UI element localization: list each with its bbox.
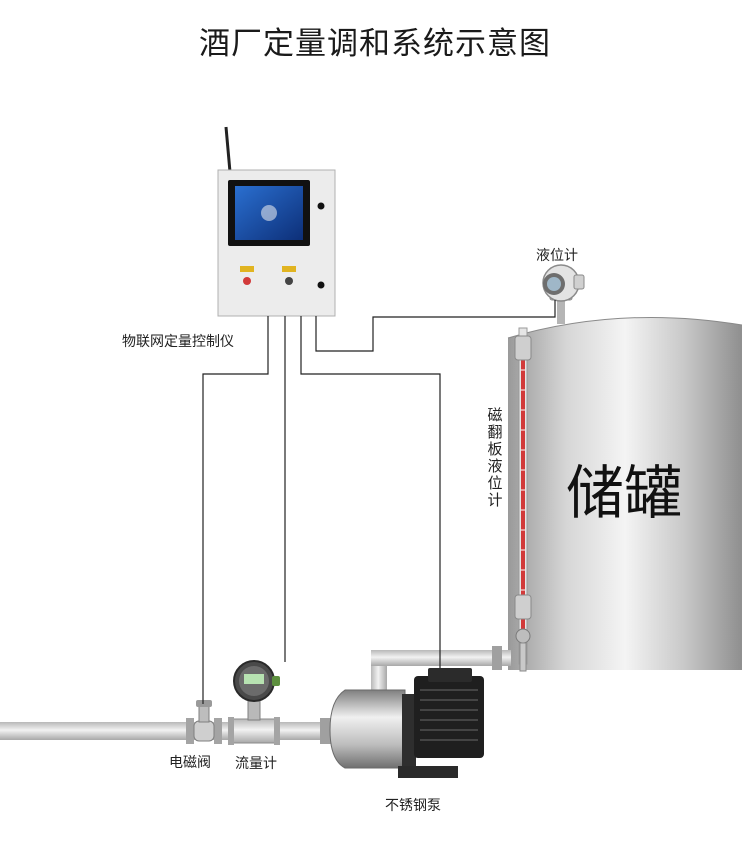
controller-label: 物联网定量控制仪 bbox=[122, 334, 234, 350]
flowmeter-device bbox=[228, 660, 280, 745]
signal-wires bbox=[202, 300, 556, 704]
storage-tank bbox=[507, 316, 743, 670]
stainless-pump-device bbox=[329, 668, 484, 778]
iot-controller-panel bbox=[217, 126, 336, 317]
pump-label: 不锈钢泵 bbox=[385, 798, 441, 814]
level-meter-label: 液位计 bbox=[536, 248, 578, 264]
level-meter-device bbox=[542, 264, 585, 324]
magnetic-flap-gauge-label: 磁翻板液位计 bbox=[487, 406, 503, 509]
diagram-title: 酒厂定量调和系统示意图 bbox=[199, 26, 551, 62]
solenoid-valve-label: 电磁阀 bbox=[169, 755, 211, 771]
flowmeter-label: 流量计 bbox=[235, 756, 277, 772]
solenoid-valve-device bbox=[186, 700, 222, 744]
magnetic-flap-gauge bbox=[514, 327, 532, 672]
tank-label: 储罐 bbox=[566, 459, 683, 527]
